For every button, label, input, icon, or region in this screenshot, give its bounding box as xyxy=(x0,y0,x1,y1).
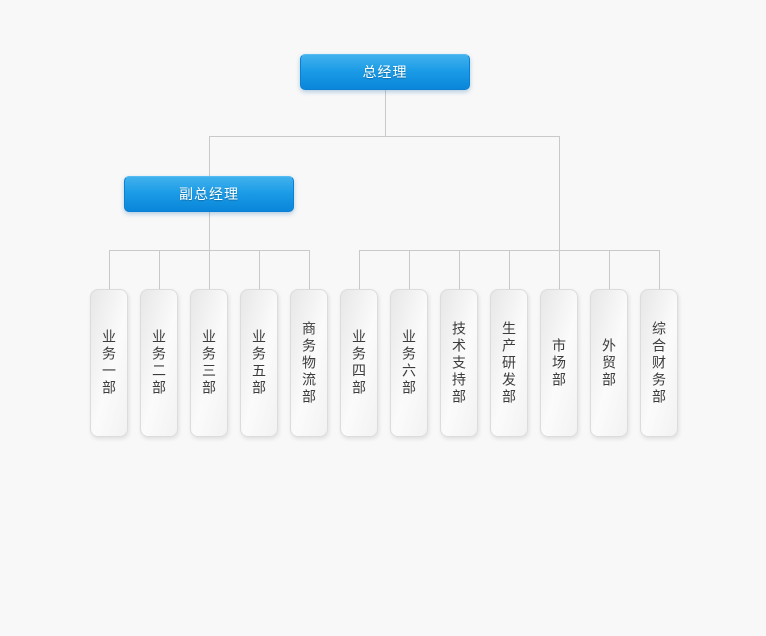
connector-drop xyxy=(559,250,560,289)
connector-drop xyxy=(509,250,510,289)
node-general-manager[interactable]: 总经理 xyxy=(300,54,470,90)
connector-drop xyxy=(659,250,660,289)
connector-drop xyxy=(209,250,210,289)
connector-deputy-stem-top xyxy=(209,136,210,176)
node-department[interactable]: 商务物流部 xyxy=(290,289,328,437)
node-department[interactable]: 生产研发部 xyxy=(490,289,528,437)
connector-drop xyxy=(609,250,610,289)
department-label: 业务六部 xyxy=(401,329,417,397)
department-label: 业务三部 xyxy=(201,329,217,397)
department-label: 市场部 xyxy=(551,337,567,389)
node-department[interactable]: 技术支持部 xyxy=(440,289,478,437)
connector-root-stem xyxy=(385,89,386,136)
node-department[interactable]: 外贸部 xyxy=(590,289,628,437)
connector-drop xyxy=(409,250,410,289)
department-label: 技术支持部 xyxy=(451,320,467,406)
node-department[interactable]: 业务四部 xyxy=(340,289,378,437)
connector-drop xyxy=(459,250,460,289)
node-department[interactable]: 市场部 xyxy=(540,289,578,437)
connector-drop xyxy=(309,250,310,289)
connector-drop xyxy=(109,250,110,289)
node-department[interactable]: 业务二部 xyxy=(140,289,178,437)
node-department[interactable]: 业务三部 xyxy=(190,289,228,437)
connector-drop xyxy=(159,250,160,289)
node-department[interactable]: 综合财务部 xyxy=(640,289,678,437)
department-label: 生产研发部 xyxy=(501,320,517,406)
department-label: 业务一部 xyxy=(101,329,117,397)
connector-drop xyxy=(259,250,260,289)
connector-right-branch xyxy=(559,136,560,251)
department-label: 综合财务部 xyxy=(651,320,667,406)
connector-drop xyxy=(359,250,360,289)
department-label: 业务四部 xyxy=(351,329,367,397)
node-department[interactable]: 业务一部 xyxy=(90,289,128,437)
department-label: 商务物流部 xyxy=(301,320,317,406)
department-label: 业务五部 xyxy=(251,329,267,397)
connector-top-horizontal xyxy=(209,136,560,137)
department-label: 业务二部 xyxy=(151,329,167,397)
node-deputy-general-manager[interactable]: 副总经理 xyxy=(124,176,294,212)
node-department[interactable]: 业务六部 xyxy=(390,289,428,437)
department-label: 外贸部 xyxy=(601,337,617,389)
node-department[interactable]: 业务五部 xyxy=(240,289,278,437)
connector-deputy-stem-bottom xyxy=(209,210,210,251)
